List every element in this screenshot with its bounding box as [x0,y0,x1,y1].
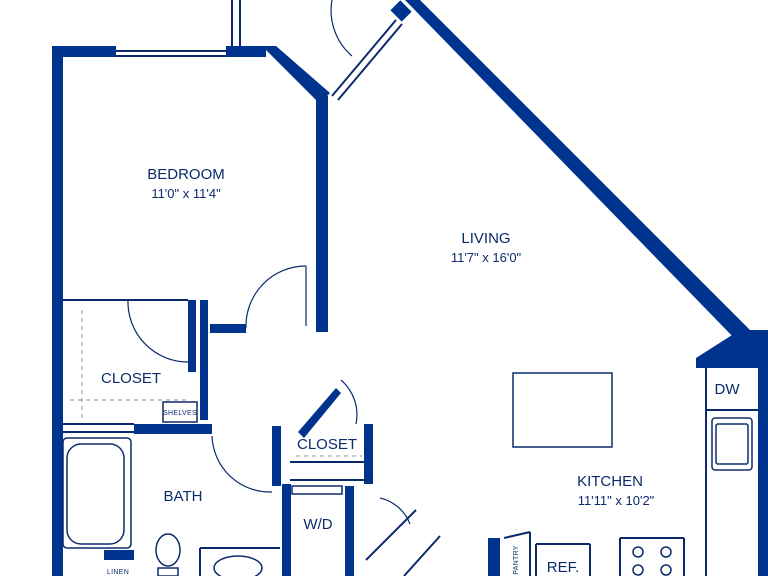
hall-closet-west-wall [272,426,281,486]
laundry-door-swing [379,497,411,525]
linen-label: LINEN [107,569,129,576]
wd-closet-shelf [291,485,343,495]
kitchen-corner-wall [696,330,768,368]
pantry-outline [503,531,531,539]
kitchen-dimensions: 11'11" x 10'2" [578,493,655,508]
fixtures [62,372,753,576]
labels: BEDROOM 11'0" x 11'4" LIVING 11'7" x 16'… [101,166,740,576]
hall-angled-wall [298,388,341,438]
bathtub [62,437,132,549]
bath-north-wall [134,424,212,434]
shelves-label: SHELVES [163,410,197,417]
closet-partition-2 [200,300,208,420]
pantry-label: PANTRY [513,545,520,575]
bedroom-north-wall-left [52,46,116,57]
toilet [155,533,181,567]
dishwasher-label: DW [715,381,741,398]
kitchen-east-wall [758,360,768,576]
bedroom-angled-wall [262,46,330,104]
shelves-box [162,401,198,423]
interior-lines [63,0,758,576]
bedroom-label: BEDROOM [147,166,225,183]
bedroom-door-swing [245,265,307,329]
refrigerator-label: REF. [547,559,580,576]
bath-label: BATH [164,488,203,505]
kitchen-sink [711,417,753,471]
laundry-east-wall [345,486,354,576]
burner [632,546,644,558]
laundry-label: W/D [303,516,332,533]
living-dimensions: 11'7" x 16'0" [451,250,522,265]
bedroom-door-jamb [210,324,246,333]
walls [52,0,768,576]
entry-door-leaf [331,19,397,97]
bedroom-dimensions: 11'0" x 11'4" [151,186,221,201]
laundry-door-leaf [365,509,417,561]
closet-bedroom-label: CLOSET [101,370,161,387]
bedroom-north-wall-right [226,46,266,57]
kitchen-stub-wall [488,538,500,576]
door-swings [127,0,411,525]
kitchen-label: KITCHEN [577,473,643,490]
bath-door-swing [211,435,273,493]
kitchen-island [512,372,613,448]
bath-linen-wall [104,550,134,560]
living-label: LIVING [461,230,510,247]
bedroom-west-wall [52,46,63,576]
hall-closet-door-swing [340,379,358,425]
entry-door-swing [330,0,353,57]
bedroom-east-wall [316,96,328,332]
dashed-lines [70,310,362,457]
closet-hall-label: CLOSET [297,436,357,453]
living-diagonal-wall [405,0,752,344]
closet-door-swing [127,299,189,363]
entry-wall-top [390,0,412,22]
laundry-west-wall [282,484,291,576]
vanity-sink [213,555,263,576]
hall-closet-east-wall [364,424,373,484]
closet-partition [188,300,196,372]
